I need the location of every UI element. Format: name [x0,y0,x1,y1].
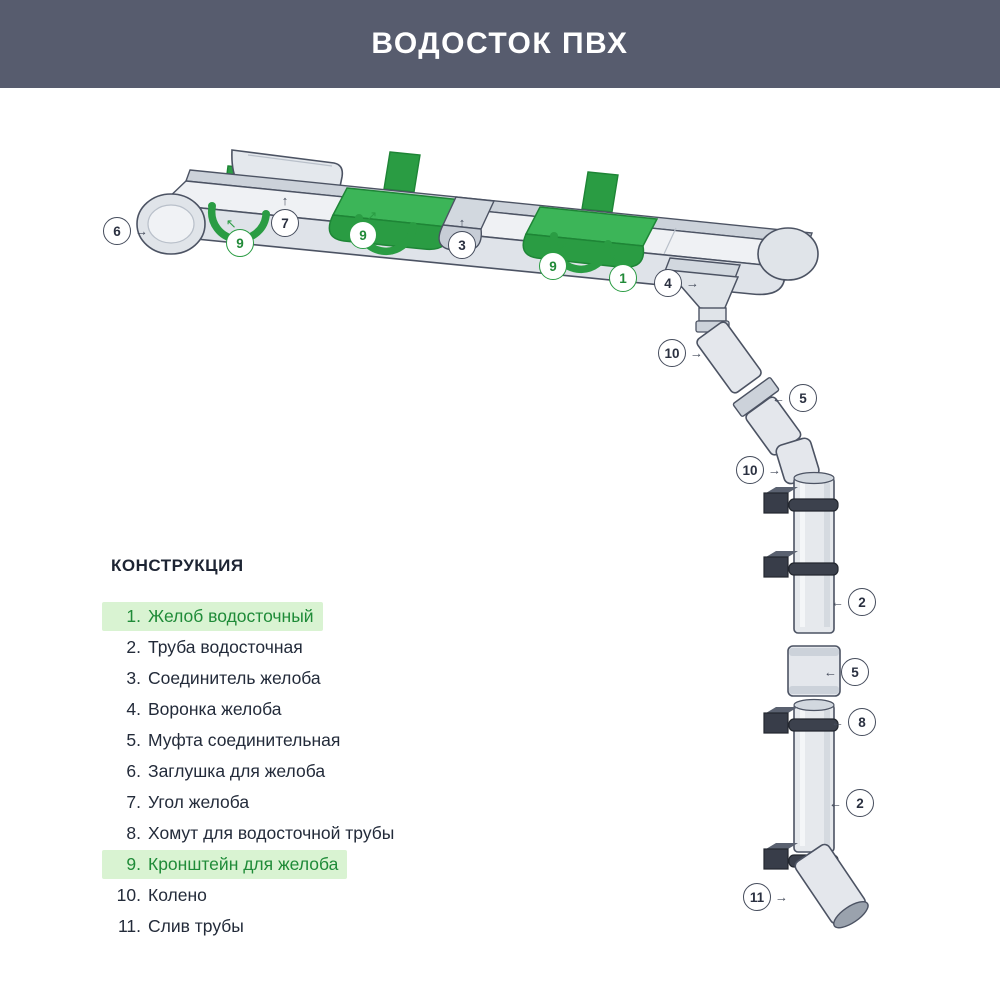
bracket-ends [208,202,612,248]
callout: ↗ 9 [539,240,567,280]
callout: ← 2 [829,789,874,817]
gutter-end-cap [136,193,206,255]
legend-list: 1.Желоб водосточный 2.Труба водосточная … [102,602,403,941]
legend-item-number: 1. [126,606,141,626]
legend-item: 4. Воронка желоба [102,695,291,724]
legend-item-label: Муфта соединительная [148,730,341,750]
callout-number: 1 [609,264,637,292]
legend-item-label: Труба водосточная [148,637,303,657]
callout: ↗ 9 [349,209,377,249]
pipe-coupling [787,645,841,697]
callout: ↑ 7 [271,194,299,237]
callout: ↖ 1 [609,252,637,292]
arrow-icon: ← [831,594,844,610]
legend-item-label: Угол желоба [148,792,250,812]
legend-item-label: Колено [148,885,207,905]
arrow-icon: ← [824,664,837,680]
legend-item-number: 9. [126,854,141,874]
arrow-icon: → [768,462,781,478]
legend-item: 6. Заглушка для желоба [102,757,334,786]
legend-item-label: Хомут для водосточной трубы [148,823,395,843]
legend-item-number: 3. [126,668,141,688]
legend-item-label: Желоб водосточный [148,606,314,626]
legend-item-number: 10. [116,885,141,905]
callout-number: 2 [846,789,874,817]
legend-item: 11. Слив трубы [102,912,253,941]
legend: КОНСТРУКЦИЯ 1. Желоб водосточный 2. Труба … [102,556,403,943]
legend-item: 1. Желоб водосточный [102,602,323,631]
callout-number: 4 [654,269,682,297]
pipe-clamp [763,551,839,578]
outlet-spout [794,843,869,929]
callout: → 4 [654,269,699,297]
arrow-icon: ↑ [281,193,289,208]
legend-item-label: Воронка желоба [148,699,282,719]
legend-item-number: 8. [126,823,141,843]
arrow-icon: ← [772,390,785,406]
pipe-clamp [763,707,839,734]
arrow-icon: ↖ [225,216,237,232]
legend-item-number: 4. [126,699,141,719]
legend-item-label: Кронштейн для желоба [148,854,339,874]
legend-item: 7. Угол желоба [102,788,258,817]
callout: ↖ 9 [226,217,254,257]
callout-number: 5 [789,384,817,412]
legend-item: 5. Муфта соединительная [102,726,349,755]
callout-number: 11 [743,883,771,911]
legend-item: 3. Соединитель желоба [102,664,330,693]
callout-number: 2 [848,588,876,616]
callout-number: 7 [271,209,299,237]
callout: ← 2 [831,588,876,616]
callout: → 10 [658,339,703,367]
callout-number: 10 [736,456,764,484]
legend-item-label: Слив трубы [148,916,244,936]
callout-number: 9 [226,229,254,257]
arrow-icon: ← [829,795,842,811]
callout: ← 5 [772,384,817,412]
legend-item-label: Заглушка для желоба [148,761,326,781]
callout-number: 9 [539,252,567,280]
legend-heading: КОНСТРУКЦИЯ [111,556,244,575]
callout: → 11 [743,883,788,911]
callout-number: 8 [848,708,876,736]
callout: → 10 [736,456,781,484]
legend-item: 2. Труба водосточная [102,633,312,662]
gutter-end-right [757,227,819,281]
callout-number: 10 [658,339,686,367]
legend-item-number: 2. [126,637,141,657]
callout: ← 8 [831,708,876,736]
callout: → 6 [103,217,148,245]
legend-item-number: 11. [117,916,141,936]
arrow-icon: ↗ [556,239,568,255]
legend-item-number: 7. [126,792,141,812]
callout-number: 9 [349,221,377,249]
legend-item-label: Соединитель желоба [148,668,321,688]
legend-item: 10. Колено [102,881,216,910]
pipe-clamp [763,487,839,514]
callout-number: 3 [448,231,476,259]
page-title: ВОДОСТОК ПВХ [371,27,629,60]
arrow-icon: ← [831,714,844,730]
arrow-icon: → [775,889,788,905]
arrow-icon: ↑ [458,215,466,230]
header: ВОДОСТОК ПВХ [0,0,1000,88]
arrow-icon: → [135,223,148,239]
callout: ← 5 [824,658,869,686]
funnel [664,257,741,333]
elbow-upper [696,321,762,394]
arrow-icon: → [686,275,699,291]
callout-number: 6 [103,217,131,245]
legend-item: 8. Хомут для водосточной трубы [102,819,403,848]
downpipe-upper [793,471,835,634]
arrow-icon: ↖ [608,251,620,267]
arrow-icon: → [690,345,703,361]
legend-item: 9. Кронштейн для желоба [102,850,348,879]
legend-item-number: 5. [126,730,141,750]
legend-item-number: 6. [126,761,141,781]
callout: ↑ 3 [448,216,476,259]
callout-number: 5 [841,658,869,686]
arrow-icon: ↗ [366,208,378,224]
